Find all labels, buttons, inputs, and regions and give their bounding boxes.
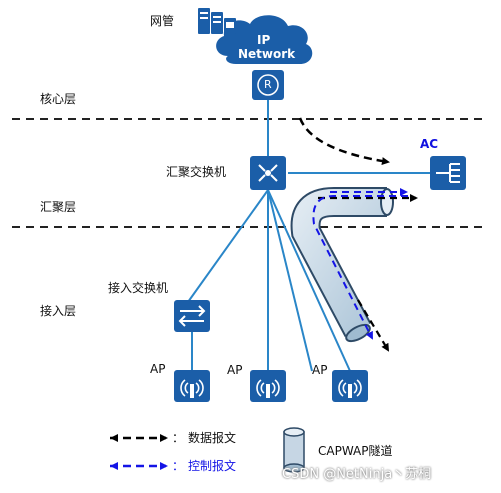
link-agg-access [187, 189, 269, 303]
legend-data-sep: ： [172, 431, 185, 445]
links [187, 100, 430, 372]
legend-control-sep: ： [172, 459, 185, 473]
agg-switch-icon [250, 156, 286, 190]
ac-icon [430, 156, 466, 190]
router-icon [252, 70, 284, 100]
access-switch-icon [174, 300, 210, 332]
nms-label: 网管 [150, 14, 175, 28]
legend-data-label: 数据报文 [188, 431, 237, 445]
watermark: CSDN @NetNinja丶苏桐 [282, 467, 432, 482]
nms-servers-icon [198, 8, 236, 34]
data-flow-tunnel-out [357, 299, 390, 352]
legend-data-arrow-left [110, 434, 118, 442]
link-agg-ap-right [267, 189, 351, 372]
ip-network-cloud [216, 15, 313, 65]
ap-right-label: AP [312, 363, 328, 377]
access-switch-label: 接入交换机 [108, 281, 169, 295]
ap-left-icon [174, 370, 210, 402]
core-layer-label: 核心层 [40, 92, 77, 106]
ip-label-line2: Network [238, 47, 296, 61]
link-agg-access-long [267, 189, 313, 372]
agg-switch-label: 汇聚交换机 [166, 165, 227, 179]
ip-label-line1: IP [257, 33, 271, 47]
access-layer-label: 接入层 [40, 304, 77, 318]
legend-tunnel-label: CAPWAP隧道 [318, 444, 393, 458]
ap-mid-icon [250, 370, 286, 402]
agg-layer-label: 汇聚层 [40, 200, 77, 214]
ap-left-label: AP [150, 362, 166, 376]
legend-control-label: 控制报文 [188, 459, 237, 473]
ap-right-icon [332, 370, 368, 402]
capwap-tunnel [290, 187, 394, 343]
data-flow-core [298, 117, 390, 166]
ap-mid-label: AP [227, 363, 243, 377]
legend-tunnel-icon [283, 427, 305, 473]
ac-label: AC [420, 137, 439, 151]
control-flow-tunnel [312, 195, 408, 340]
router-glyph: R [264, 78, 272, 91]
legend-control-arrow-left [110, 462, 118, 470]
